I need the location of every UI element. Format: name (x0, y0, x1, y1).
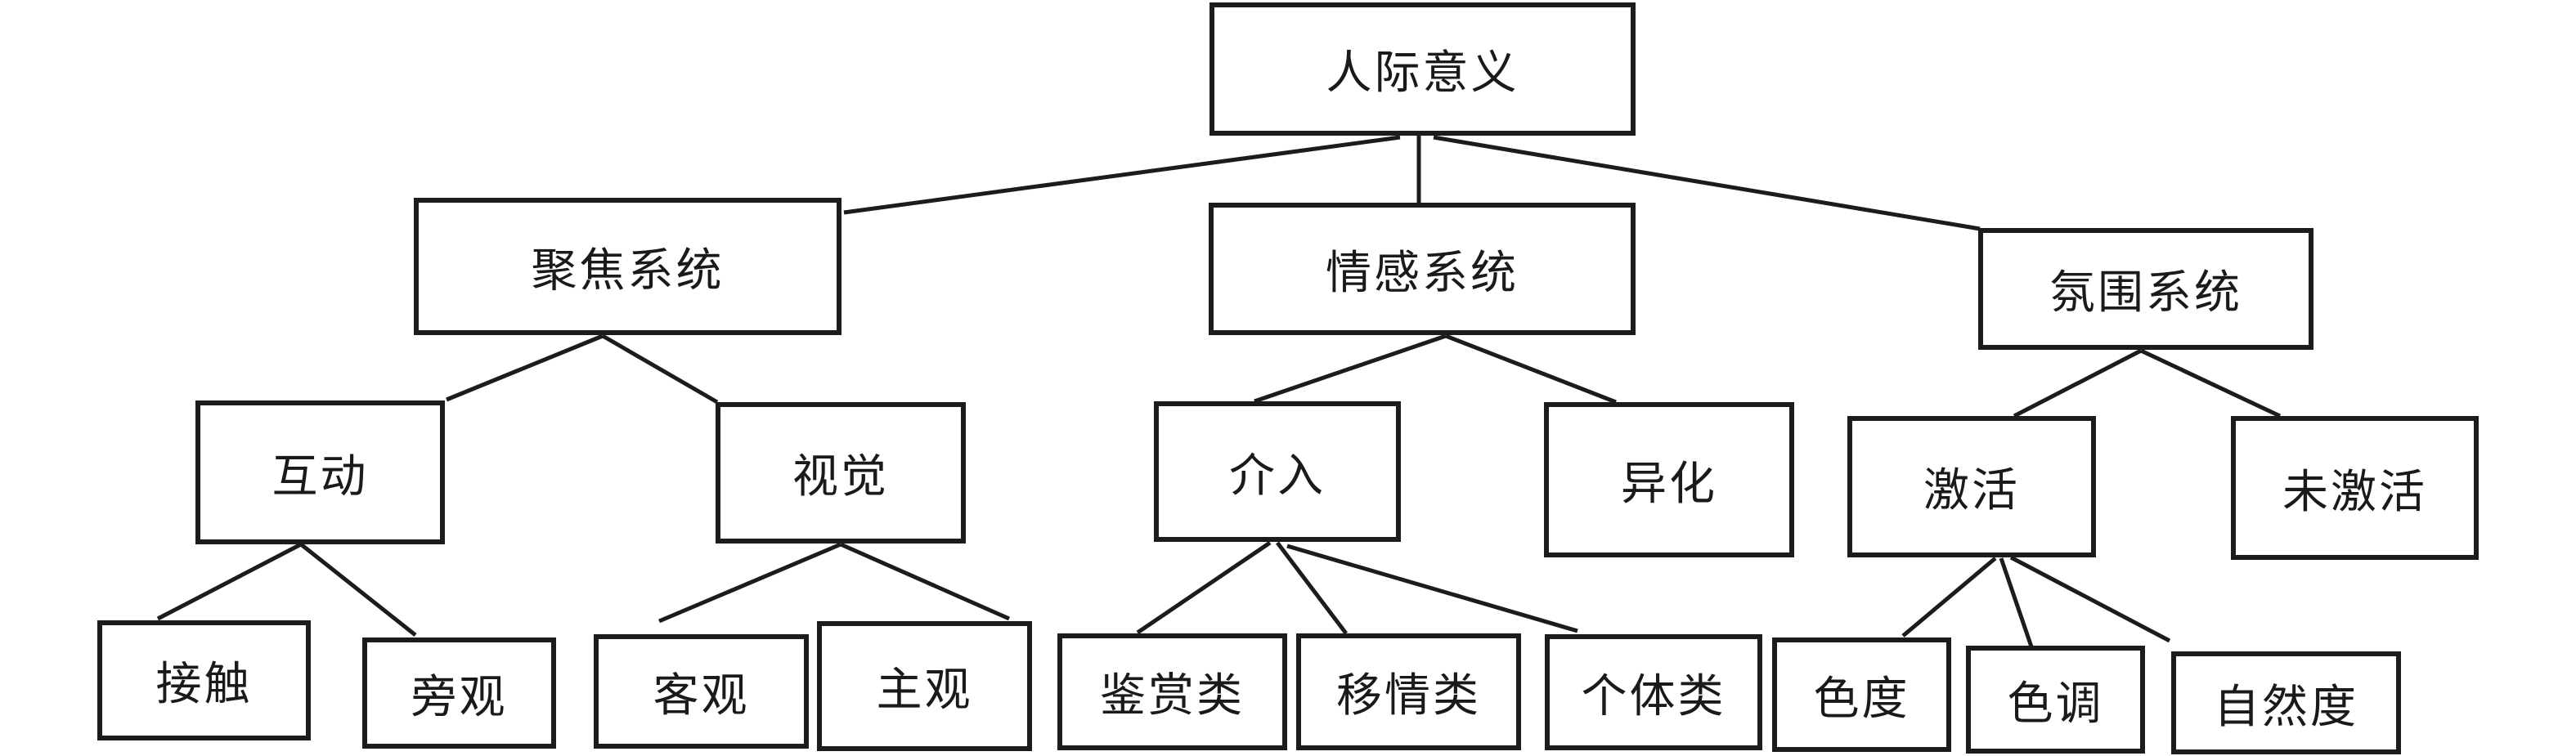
node-activated: 激活 (1847, 416, 2096, 557)
edge-visual-objective (658, 542, 841, 624)
node-focus-system-label: 聚焦系统 (531, 244, 725, 297)
node-naturalness-label: 自然度 (2214, 680, 2358, 734)
edge-visual-subjective (839, 542, 1011, 621)
node-ambience-system: 氛围系统 (1978, 228, 2313, 350)
node-empathy: 移情类 (1296, 633, 1521, 750)
edge-interaction-observe (299, 543, 417, 637)
node-affect-system: 情感系统 (1209, 203, 1636, 335)
node-focus-system: 聚焦系统 (414, 198, 841, 335)
edge-engagement-empathy (1276, 541, 1348, 635)
node-visual-label: 视觉 (792, 450, 889, 503)
node-objective-label: 客观 (653, 669, 750, 722)
edge-root-focus-system (843, 135, 1401, 215)
node-subjective-label: 主观 (876, 664, 973, 717)
node-engagement-label: 介入 (1229, 449, 1326, 503)
node-objective: 客观 (594, 634, 809, 749)
node-root-label: 人际意义 (1326, 47, 1519, 100)
node-individual-label: 个体类 (1581, 669, 1726, 723)
node-visual: 视觉 (716, 402, 966, 544)
node-hue: 色调 (1966, 646, 2145, 754)
node-alienation: 异化 (1544, 402, 1794, 557)
node-affect-system-label: 情感系统 (1326, 246, 1519, 300)
node-not-activated: 未激活 (2231, 416, 2479, 560)
node-observe-label: 旁观 (411, 670, 508, 724)
node-chroma-label: 色度 (1813, 672, 1910, 726)
node-root: 人际意义 (1209, 2, 1636, 136)
node-engagement: 介入 (1154, 401, 1401, 542)
edge-affect-system-engagement (1254, 333, 1447, 404)
node-observe: 旁观 (362, 637, 556, 749)
node-alienation-label: 异化 (1621, 457, 1717, 511)
node-individual: 个体类 (1545, 634, 1762, 750)
edge-activated-hue (1999, 557, 2036, 655)
edge-ambience-system-not-activated (2139, 348, 2282, 418)
edge-root-ambience-system (1433, 135, 1981, 231)
node-hue-label: 色调 (2007, 677, 2104, 731)
node-appreciation: 鉴赏类 (1057, 633, 1287, 750)
edge-activated-naturalness (2009, 555, 2171, 643)
edge-interaction-contact (156, 542, 303, 621)
node-not-activated-label: 未激活 (2282, 465, 2427, 519)
node-interaction-label: 互动 (272, 450, 369, 503)
node-interaction: 互动 (195, 400, 445, 544)
node-contact-label: 接触 (155, 658, 253, 711)
node-activated-label: 激活 (1923, 464, 2020, 517)
edge-affect-system-alienation (1445, 333, 1617, 405)
node-ambience-system-label: 氛围系统 (2049, 266, 2242, 320)
node-appreciation-label: 鉴赏类 (1100, 669, 1245, 722)
edge-engagement-individual (1286, 544, 1578, 633)
node-chroma: 色度 (1772, 637, 1951, 752)
edge-activated-chroma (1901, 557, 1997, 637)
node-naturalness: 自然度 (2171, 651, 2401, 754)
edge-engagement-appreciation (1136, 540, 1272, 635)
edge-focus-system-interaction (446, 333, 604, 402)
edge-focus-system-visual (601, 333, 719, 405)
node-contact: 接触 (97, 620, 311, 740)
edge-ambience-system-activated (2013, 348, 2143, 418)
node-empathy-label: 移情类 (1336, 669, 1481, 722)
node-subjective: 主观 (817, 621, 1032, 751)
